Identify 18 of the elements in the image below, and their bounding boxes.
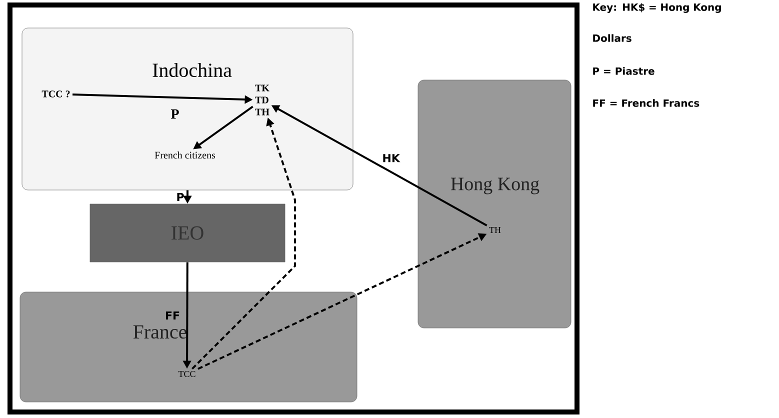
- key-text: FF = French Francs: [593, 99, 700, 107]
- region-box: [20, 292, 358, 402]
- currency-label: P: [170, 109, 179, 119]
- edge-label: FF: [166, 312, 180, 320]
- edge-label: HK: [383, 154, 400, 162]
- node-text: TH: [489, 227, 501, 233]
- region-box: [418, 80, 572, 328]
- region-title: Indochina: [152, 62, 232, 78]
- node-text: French citizens: [154, 151, 216, 159]
- process-box: [90, 204, 286, 262]
- region-title: Hong Kong: [450, 178, 540, 194]
- node-text: TCC: [178, 370, 196, 378]
- key-text: P = Piastre: [593, 67, 654, 75]
- region-box: [22, 28, 354, 190]
- node-text: TCC ?: [42, 90, 70, 98]
- edge-label: P: [177, 193, 184, 202]
- key-text: Key: HK$ = Hong Kong Dollars: [593, 3, 721, 42]
- node-text: TK TD TH: [255, 84, 270, 116]
